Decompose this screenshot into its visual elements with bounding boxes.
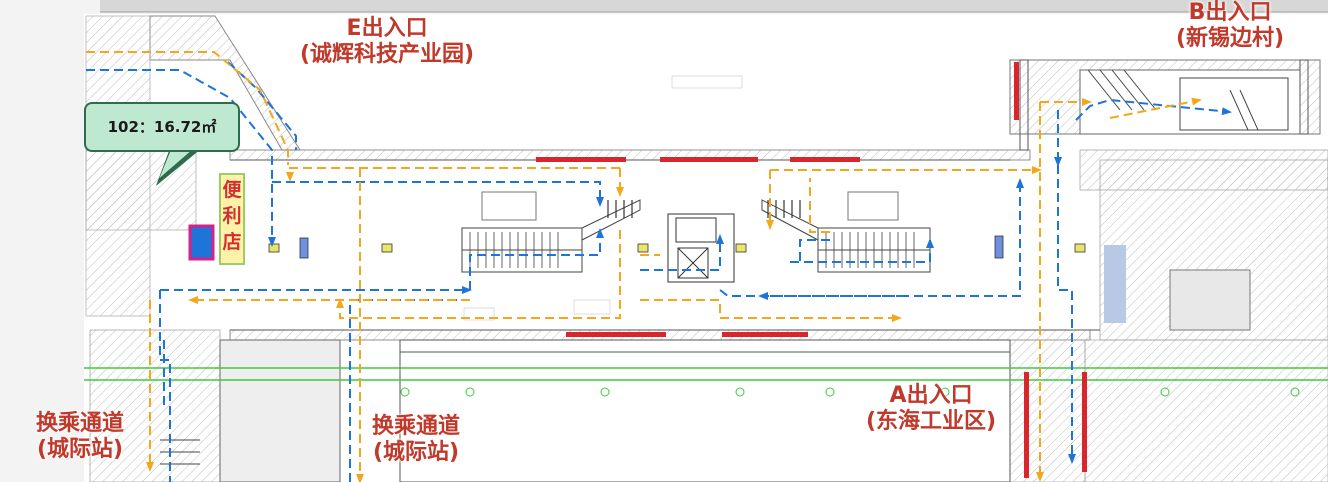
- exit-e-subtitle: (诚辉科技产业园): [300, 42, 475, 67]
- transfer-left-name: 换乘通道: [36, 411, 125, 436]
- exit-e-name: E出入口: [346, 16, 428, 41]
- transfer-mid-name: 换乘通道: [372, 414, 461, 439]
- area-callout-text: 102：16.72㎡: [107, 118, 217, 136]
- exit-b-name: B出入口: [1188, 0, 1272, 25]
- transfer-left-label: 换乘通道 (城际站): [36, 411, 124, 463]
- transfer-mid-subtitle: (城际站): [372, 440, 460, 465]
- transfer-mid-label: 换乘通道 (城际站): [372, 414, 460, 466]
- exit-b-label: B出入口 (新锡边村): [1176, 0, 1284, 52]
- exit-a-name: A出入口: [889, 383, 973, 408]
- yellow-flow-lines: [86, 51, 1202, 482]
- store-char-2: 利: [222, 205, 242, 227]
- escalator-left: [461, 191, 641, 273]
- store-char-3: 店: [222, 231, 242, 253]
- convenience-store-label: 便 利 店: [219, 173, 245, 265]
- elevator-core: [667, 213, 735, 283]
- store-char-1: 便: [222, 179, 242, 201]
- transfer-left-subtitle: (城际站): [36, 437, 124, 462]
- exit-e-label: E出入口 (诚辉科技产业园): [300, 16, 474, 68]
- exit-a-subtitle: (东海工业区): [866, 409, 997, 434]
- area-callout: 102：16.72㎡: [84, 102, 240, 152]
- exit-b-subtitle: (新锡边村): [1176, 26, 1285, 51]
- escalator-right: [761, 191, 931, 273]
- exit-a-label: A出入口 (东海工业区): [866, 383, 996, 435]
- hatched-walls: [85, 15, 1328, 482]
